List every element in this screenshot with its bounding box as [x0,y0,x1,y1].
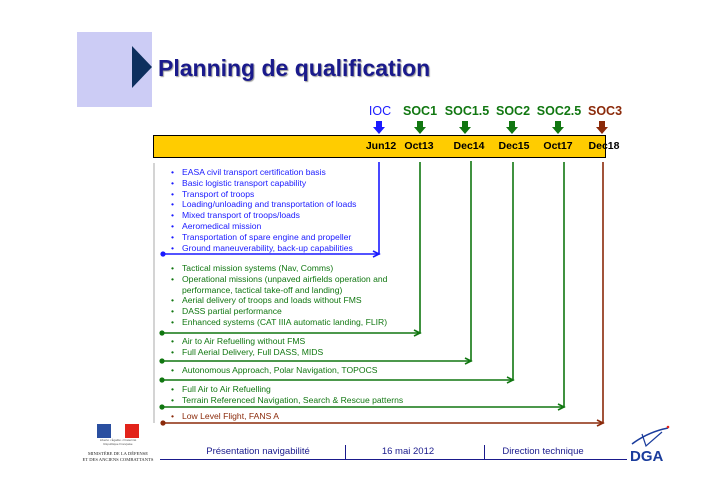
list-item: Loading/unloading and transportation of … [168,199,356,210]
footer-separator [345,445,346,459]
ministry-republic: République Française [103,442,133,446]
milestone-label-soc1: SOC1 [402,104,438,118]
date-dec15: Dec15 [498,140,530,152]
milestone-label-soc2: SOC2 [495,104,531,118]
list-item: Basic logistic transport capability [168,178,356,189]
list-item: DASS partial performance [168,306,387,317]
date-oct17: Oct17 [543,140,573,152]
date-oct13: Oct13 [404,140,434,152]
footer-direction: Direction technique [502,446,584,457]
connector-soc3 [160,162,605,427]
milestone-label-ioc: IOC [368,104,392,118]
list-item-text: performance, tactical take-off and landi… [182,284,343,295]
milestone-label-soc2-5: SOC2.5 [536,104,582,118]
footer-date: 16 mai 2012 [381,446,435,457]
list-item: Autonomous Approach, Polar Navigation, T… [168,365,378,376]
list-item: Full Air to Air Refuelling [168,384,403,395]
list-item: Terrain Referenced Navigation, Search & … [168,395,403,406]
list-item: Enhanced systems (CAT IIIA automatic lan… [168,317,387,328]
date-jun12: Jun12 [365,140,397,152]
footer-divider [160,459,627,460]
timeline-bar [153,135,606,158]
milestone-arrow-soc1-5 [459,121,471,134]
date-dec18: Dec18 [588,140,620,152]
list-item: Low Level Flight, FANS A [168,411,279,422]
dga-swoosh-icon [631,425,670,448]
footer-presentation: Présentation navigabilité [206,446,310,457]
milestone-label-soc1-5: SOC1.5 [444,104,490,118]
connector-ioc [160,162,381,258]
list-item: Tactical mission systems (Nav, Comms) [168,263,387,274]
french-flag-icon [97,424,139,438]
milestone-label-soc3: SOC3 [587,104,623,118]
list-item: Mixed transport of troops/loads [168,210,356,221]
ministry-logo: Liberté • Égalité • Fraternité Républiqu… [78,424,158,463]
connector-soc2-5 [159,162,566,411]
milestone-arrow-soc2 [506,121,518,134]
dga-logo: DGA [628,424,672,465]
list-item: Ground maneuverability, back-up capabili… [168,243,356,254]
milestone-arrow-soc2-5 [552,121,564,134]
soc1-5-capability-list: Air to Air Refuelling without FMS Full A… [168,336,323,358]
milestone-arrow-ioc [373,121,385,134]
soc2-5-capability-list: Full Air to Air Refuelling Terrain Refer… [168,384,403,406]
list-item: Aerial delivery of troops and loads with… [168,295,387,306]
footer-separator [484,445,485,459]
ministry-name-line-1: MINISTÈRE DE LA DÉFENSE [87,451,149,456]
milestone-arrow-soc1 [414,121,426,134]
connector-soc2 [159,162,515,384]
date-dec14: Dec14 [453,140,485,152]
list-item: Operational missions (unpaved airfields … [168,274,387,285]
dga-logo-text: DGA [630,448,664,465]
milestone-arrow-soc3 [596,121,608,134]
title-arrow-icon [132,46,152,88]
list-item: Transportation of spare engine and prope… [168,232,356,243]
slide-title: Planning de qualification [158,55,431,81]
ministry-motto: Liberté • Égalité • Fraternité [99,438,137,442]
soc2-capability-list: Autonomous Approach, Polar Navigation, T… [168,365,378,376]
connector-soc1 [159,162,422,337]
list-item: EASA civil transport certification basis [168,167,356,178]
ioc-capability-list: EASA civil transport certification basis… [168,167,356,253]
list-item: Transport of troops [168,189,356,200]
connector-soc1-5 [159,161,473,365]
soc3-capability-list: Low Level Flight, FANS A [168,411,279,422]
list-item-continuation: performance, tactical take-off and landi… [168,285,387,296]
soc1-capability-list: Tactical mission systems (Nav, Comms) Op… [168,263,387,328]
ministry-name-line-2: ET DES ANCIENS COMBATTANTS [82,457,154,462]
list-item: Aeromedical mission [168,221,356,232]
list-item: Air to Air Refuelling without FMS [168,336,323,347]
list-item: Full Aerial Delivery, Full DASS, MIDS [168,347,323,358]
